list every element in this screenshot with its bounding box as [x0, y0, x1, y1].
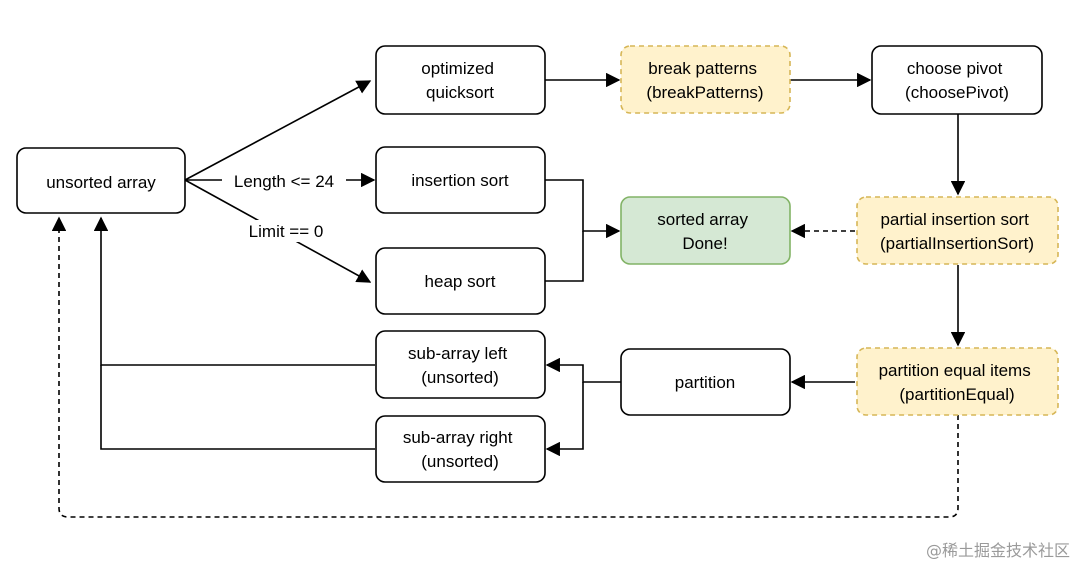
edge-partition-to-subleft: [545, 357, 621, 383]
node-optimized-quicksort: optimized quicksort: [375, 45, 546, 115]
node-partition-equal-items-line1: partition equal items: [879, 361, 1031, 380]
edge-heap-to-sorted: [545, 231, 584, 282]
node-sorted-array-line2: Done!: [682, 234, 727, 253]
nodes: unsorted array optimized quicksort inser…: [16, 45, 1059, 483]
node-choose-pivot-line2: (choosePivot): [905, 83, 1009, 102]
node-break-patterns-line2: (breakPatterns): [646, 83, 763, 102]
svg-text:sub-array left (unso: sub-array left (unsorted): [408, 344, 512, 387]
node-choose-pivot-line1: choose pivot: [907, 59, 1003, 78]
node-insertion-sort: insertion sort: [375, 146, 546, 214]
node-sub-array-left: sub-array left (unsorted): [375, 330, 546, 399]
svg-text:choose pivot (choose: choose pivot (choosePivot): [905, 59, 1009, 102]
node-sub-array-left-line1: sub-array left: [408, 344, 507, 363]
svg-text:partition: partition: [675, 373, 735, 392]
edge-partitioneq-to-unsorted: [51, 216, 959, 518]
svg-text:unsorted array: unsorted array: [46, 173, 156, 192]
edge-insertion-to-sorted: [545, 179, 621, 239]
svg-text:insertion sort: insertion sort: [411, 171, 509, 190]
node-partition-equal-items-line2: (partitionEqual): [899, 385, 1014, 404]
node-sub-array-right-line2: (unsorted): [421, 452, 498, 471]
node-partition: partition: [620, 348, 791, 416]
svg-text:optimized quicksort: optimized quicksort: [421, 59, 499, 102]
edge-label-limit: Limit == 0: [249, 222, 324, 241]
node-break-patterns-line1: break patterns: [648, 59, 757, 78]
node-partial-insertion-sort-line1: partial insertion sort: [880, 210, 1029, 229]
node-heap-sort-label: heap sort: [425, 272, 496, 291]
edge-label-limit-group: Limit == 0: [238, 220, 334, 242]
svg-text:heap sort: heap sort: [425, 272, 496, 291]
svg-text:partition equal items: partition equal items (partitionEqual): [879, 361, 1036, 404]
svg-text:break patterns (brea: break patterns (breakPatterns): [646, 59, 763, 102]
node-break-patterns: break patterns (breakPatterns): [620, 45, 791, 114]
svg-text:sub-array right (uns: sub-array right (unsorted): [403, 428, 517, 471]
node-sorted-array: sorted array Done!: [620, 196, 791, 265]
node-heap-sort: heap sort: [375, 247, 546, 315]
node-sorted-array-line1: sorted array: [657, 210, 748, 229]
edge-label-length: Length <= 24: [234, 172, 334, 191]
node-partial-insertion-sort: partial insertion sort (partialInsertion…: [856, 196, 1059, 265]
watermark: @稀土掘金技术社区: [925, 541, 1070, 560]
node-insertion-sort-label: insertion sort: [411, 171, 509, 190]
edge-partition-to-subright: [545, 382, 584, 457]
svg-text:partial insertion sort: partial insertion sort (partialInsertion…: [880, 210, 1034, 253]
node-unsorted-array-label: unsorted array: [46, 173, 156, 192]
edge-subright-to-unsorted: [100, 365, 375, 450]
node-partition-label: partition: [675, 373, 735, 392]
node-choose-pivot: choose pivot (choosePivot): [871, 45, 1043, 115]
node-partition-equal-items: partition equal items (partitionEqual): [856, 347, 1059, 416]
node-partial-insertion-sort-line2: (partialInsertionSort): [880, 234, 1034, 253]
edges: [51, 72, 966, 518]
edge-label-length-group: Length <= 24: [222, 170, 346, 192]
node-sub-array-right-line1: sub-array right: [403, 428, 513, 447]
svg-text:sorted array Done!: sorted array Done!: [657, 210, 752, 253]
node-unsorted-array: unsorted array: [16, 147, 186, 214]
node-sub-array-right: sub-array right (unsorted): [375, 415, 546, 483]
node-optimized-quicksort-line2: quicksort: [426, 83, 494, 102]
node-sub-array-left-line2: (unsorted): [421, 368, 498, 387]
edge-unsorted-to-optimized: [184, 80, 372, 181]
node-optimized-quicksort-line1: optimized: [421, 59, 494, 78]
